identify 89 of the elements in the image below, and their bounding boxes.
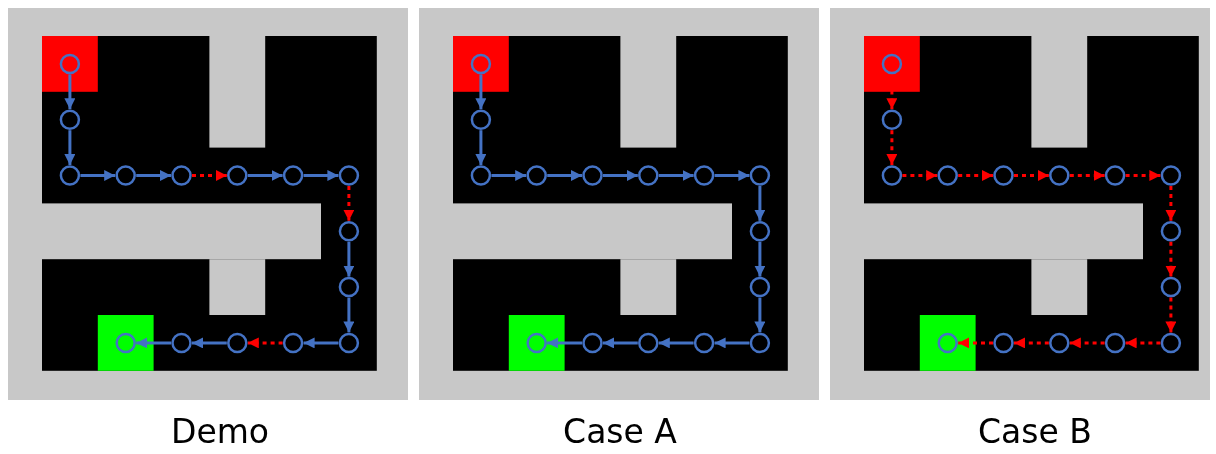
waypoint-circle <box>115 332 136 354</box>
waypoint-circle <box>470 109 492 130</box>
arrow <box>603 337 638 349</box>
arrow <box>136 337 171 349</box>
waypoint-circle <box>638 332 659 354</box>
arrow <box>714 170 750 181</box>
waypoint-circle <box>693 332 715 354</box>
arrow <box>303 337 339 349</box>
waypoint-circle <box>59 53 81 75</box>
waypoint-circle <box>1049 332 1070 354</box>
waypoint-circle <box>1160 332 1182 354</box>
waypoint-circle <box>282 165 304 186</box>
waypoint-circle <box>749 276 771 298</box>
arrow <box>1165 297 1177 333</box>
waypoint-circle <box>1160 221 1182 242</box>
arrow <box>754 186 766 221</box>
waypoint-circle <box>937 332 958 354</box>
waypoint-circle <box>1049 165 1070 186</box>
arrow <box>343 297 355 333</box>
waypoint-circle <box>937 165 958 186</box>
arrow <box>1014 170 1049 181</box>
waypoint-circle <box>282 332 304 354</box>
waypoint-circle <box>470 53 492 75</box>
waypoint-circle <box>638 165 659 186</box>
panel-caption: Case A <box>563 412 677 452</box>
waypoint-circle <box>582 332 603 354</box>
waypoint-circle <box>526 165 547 186</box>
waypoint-circle <box>227 332 248 354</box>
waypoint-circle <box>1104 332 1126 354</box>
waypoint-circle <box>115 165 136 186</box>
arrow <box>343 241 355 277</box>
arrow <box>1125 337 1161 349</box>
waypoint-circle <box>749 165 771 186</box>
arrow <box>958 170 993 181</box>
waypoint-circle <box>59 165 81 186</box>
arrow <box>303 170 339 181</box>
waypoint-circle <box>171 165 192 186</box>
waypoint-circle <box>171 332 192 354</box>
waypoint-circle <box>227 165 248 186</box>
arrow <box>902 170 938 181</box>
waypoint-circle <box>338 332 360 354</box>
arrow <box>547 170 582 181</box>
arrow <box>714 337 750 349</box>
arrow <box>658 170 694 181</box>
waypoint-circle <box>338 276 360 298</box>
waypoint-circle <box>693 165 715 186</box>
arrow <box>1069 337 1105 349</box>
waypoint-circle <box>749 221 771 242</box>
waypoint-circle <box>59 109 81 130</box>
waypoint-circle <box>526 332 547 354</box>
arrow <box>1069 170 1105 181</box>
arrow <box>603 170 638 181</box>
waypoint-circle <box>338 165 360 186</box>
arrow <box>475 74 487 110</box>
arrow <box>754 241 766 277</box>
arrow <box>1014 337 1049 349</box>
arrow <box>192 170 227 181</box>
panel-caption: Case B <box>978 412 1092 452</box>
waypoint-circle <box>993 332 1014 354</box>
waypoint-circle <box>881 53 903 75</box>
arrow <box>754 297 766 333</box>
waypoint-circle <box>993 165 1014 186</box>
arrow <box>64 74 76 110</box>
arrow <box>192 337 227 349</box>
waypoint-circle <box>1104 165 1126 186</box>
arrow <box>136 170 171 181</box>
arrow <box>658 337 694 349</box>
arrow <box>1165 241 1177 277</box>
waypoint-circle <box>470 165 492 186</box>
waypoint-circle <box>582 165 603 186</box>
panel-caption: Demo <box>170 412 270 452</box>
arrow <box>491 170 527 181</box>
arrow <box>247 337 283 349</box>
arrow <box>475 130 487 165</box>
arrow <box>547 337 582 349</box>
arrow <box>343 186 355 221</box>
waypoint-circle <box>881 109 903 130</box>
waypoint-circle <box>881 165 903 186</box>
waypoint-circle <box>749 332 771 354</box>
waypoint-circle <box>1160 276 1182 298</box>
arrow <box>64 130 76 165</box>
waypoint-circle <box>338 221 360 242</box>
arrow <box>247 170 283 181</box>
waypoint-circle <box>1160 165 1182 186</box>
arrow <box>886 130 898 165</box>
arrow <box>1165 186 1177 221</box>
arrow <box>958 337 993 349</box>
arrow <box>80 170 116 181</box>
arrow <box>1125 170 1161 181</box>
